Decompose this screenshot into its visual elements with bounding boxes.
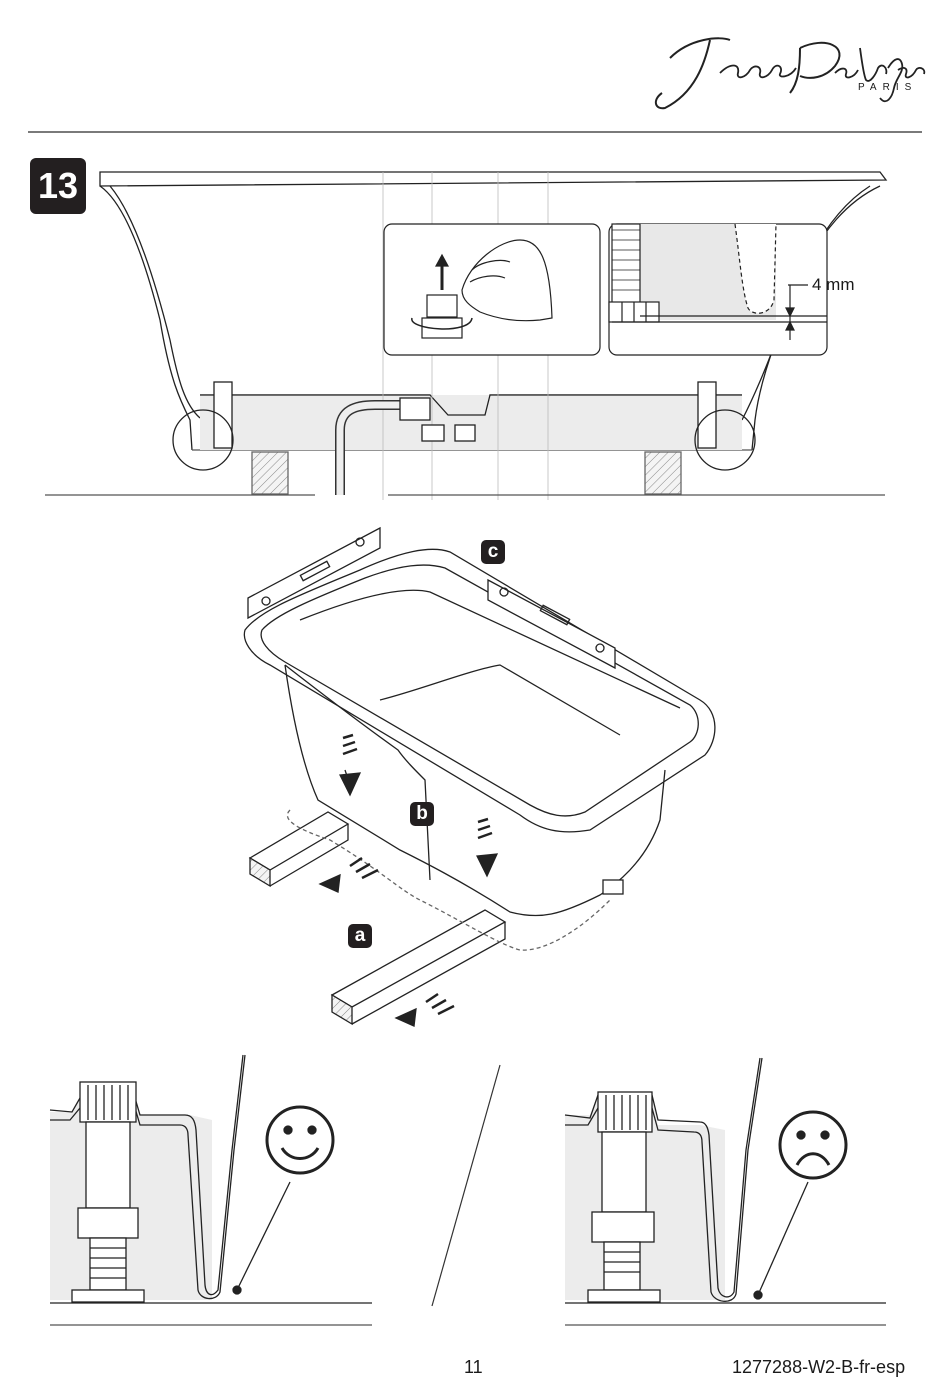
divider-slash (432, 1065, 500, 1306)
gap-detail-panel (609, 224, 827, 355)
label-c: c (481, 540, 505, 564)
gap-measurement-label: 4 mm (812, 275, 855, 295)
sad-face-icon (780, 1112, 846, 1178)
drain-detail-panel (384, 224, 600, 355)
incorrect-foot-detail (565, 1058, 886, 1325)
page-number: 11 (464, 1357, 483, 1378)
smiley-face-icon (267, 1107, 333, 1173)
label-b: b (410, 802, 434, 826)
document-reference: 1277288-W2-B-fr-esp (732, 1357, 905, 1378)
label-a: a (348, 924, 372, 948)
bathtub-isometric-view (244, 528, 715, 1026)
correct-foot-detail (50, 1055, 372, 1325)
